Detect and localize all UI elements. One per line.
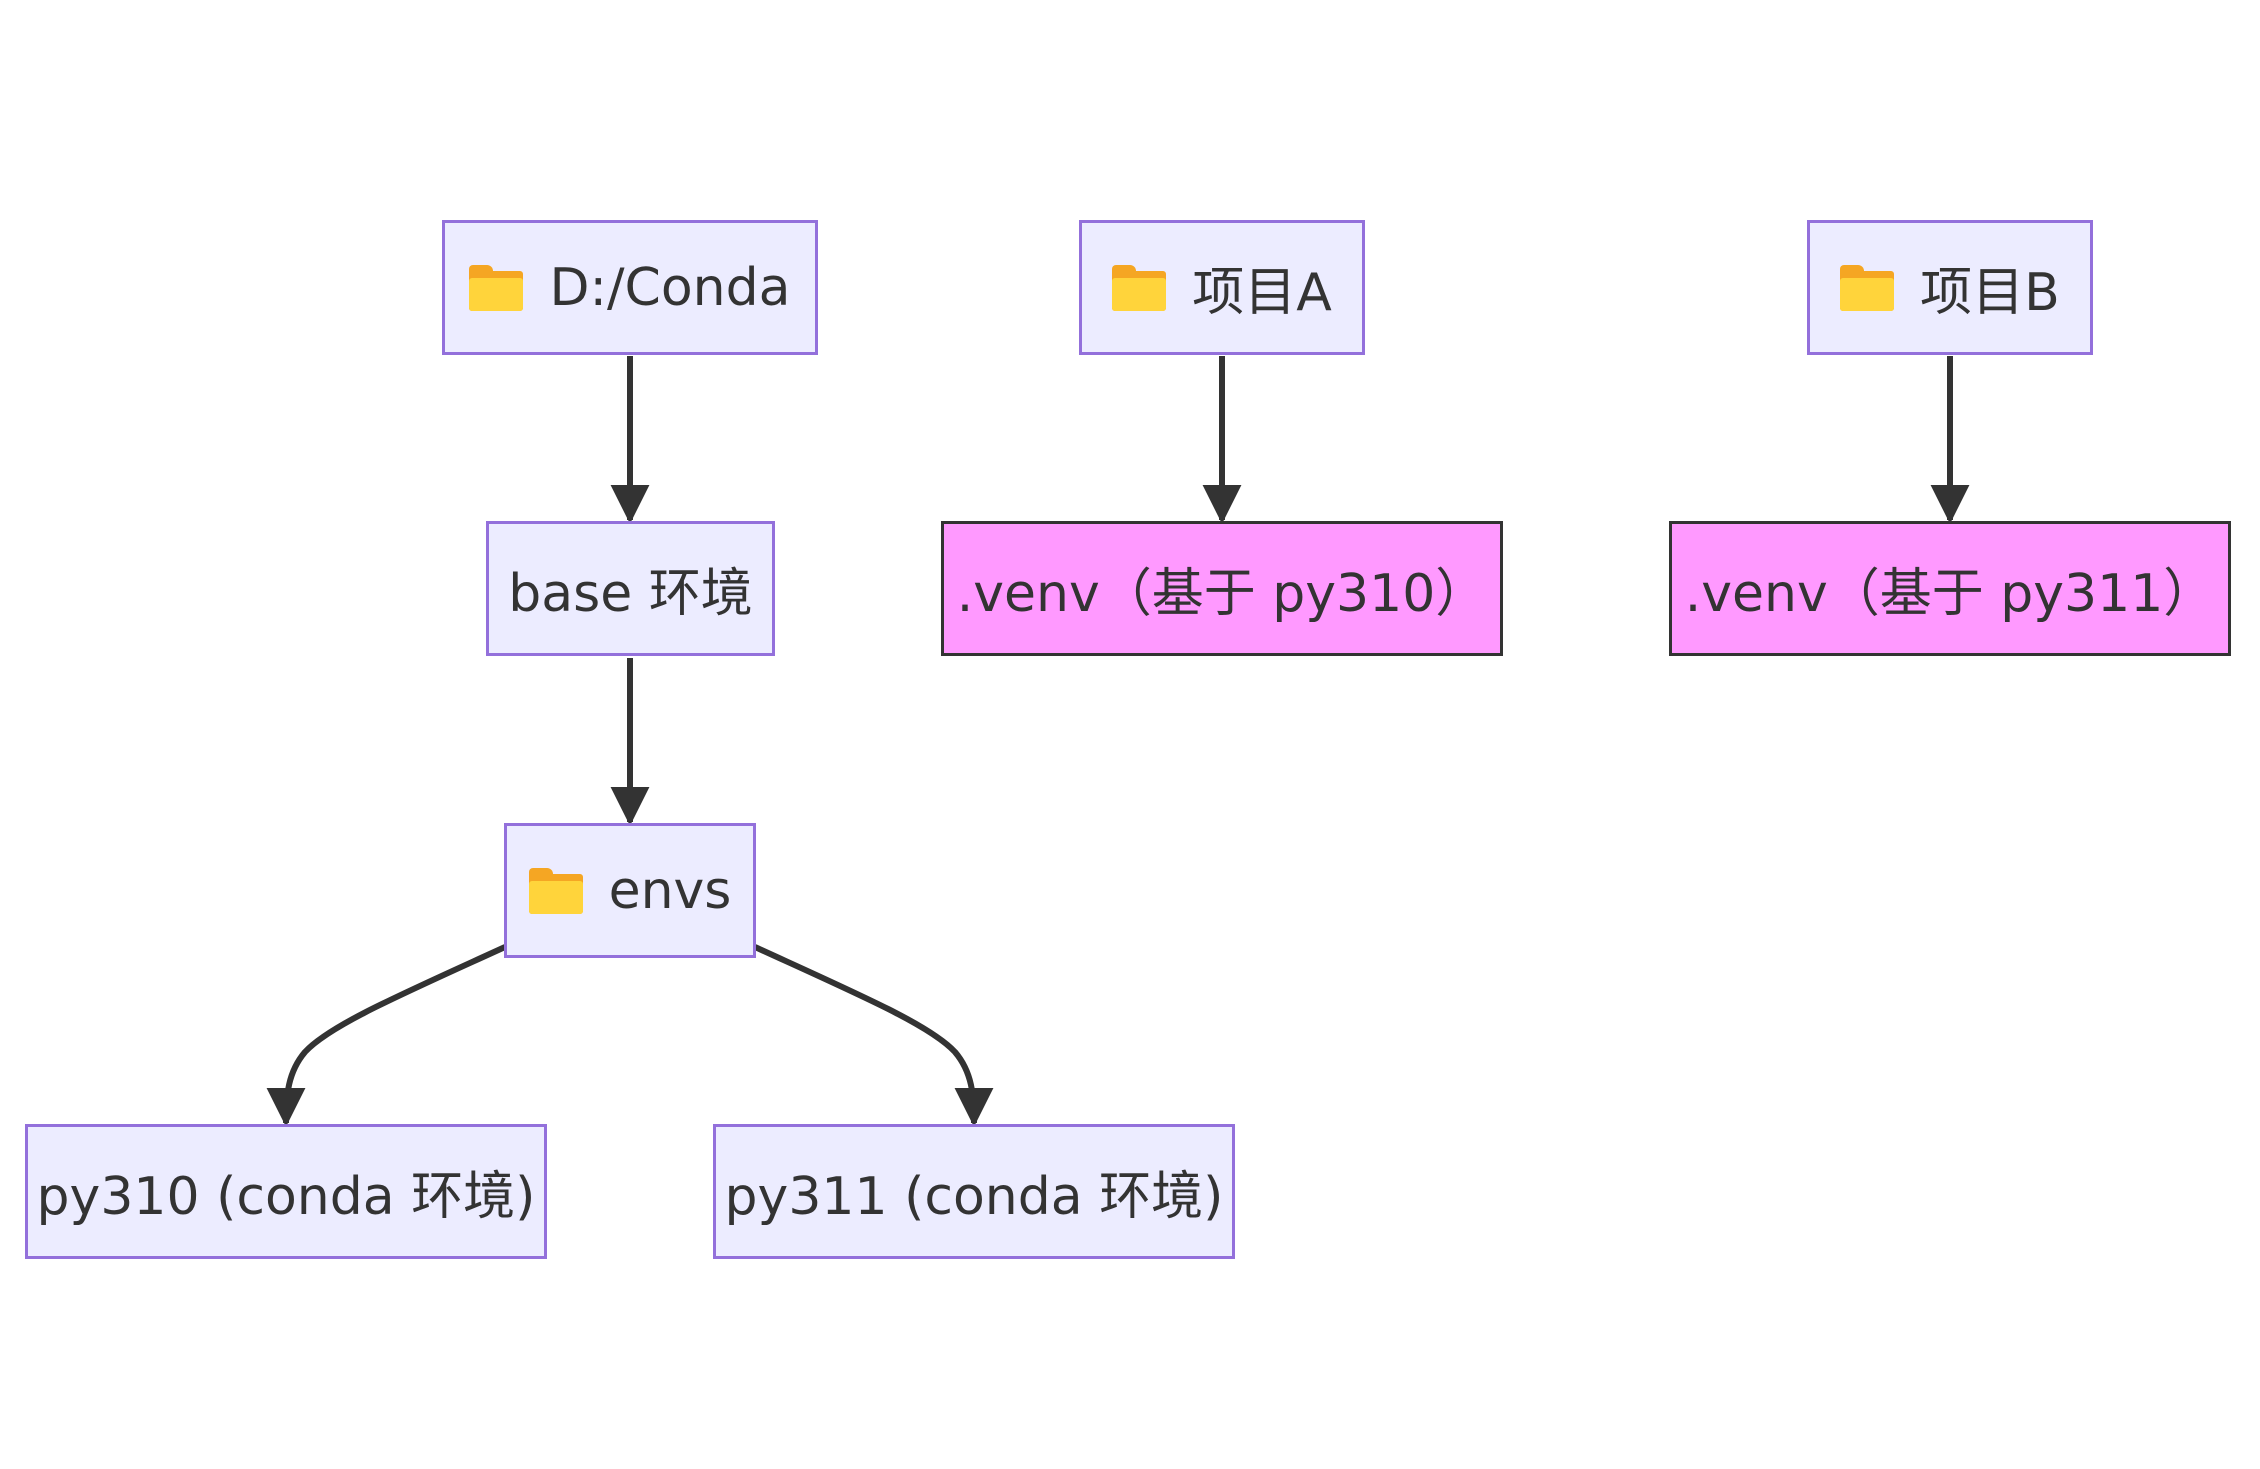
folder-icon <box>469 264 524 311</box>
folder-icon <box>528 867 583 914</box>
node-label: py311 (conda 环境) <box>724 1167 1224 1227</box>
node-py311[interactable]: py311 (conda 环境) <box>713 1124 1235 1259</box>
edge-envs-to-py310 <box>266 944 507 1127</box>
node-label: base 环境 <box>508 564 753 624</box>
folder-icon <box>1840 264 1895 311</box>
node-label: D:/Conda <box>549 257 791 318</box>
node-label: .venv（基于 py311） <box>1684 564 2216 624</box>
node-label: 项目A <box>1192 263 1332 323</box>
node-envs[interactable]: envs <box>504 823 756 958</box>
node-project-b[interactable]: 项目B <box>1807 220 2093 355</box>
node-venv-b[interactable]: .venv（基于 py311） <box>1669 521 2231 656</box>
node-base-env[interactable]: base 环境 <box>486 521 775 656</box>
folder-icon <box>1112 264 1167 311</box>
node-project-a[interactable]: 项目A <box>1079 220 1365 355</box>
node-label: py310 (conda 环境) <box>36 1167 536 1227</box>
node-venv-a[interactable]: .venv（基于 py310） <box>941 521 1503 656</box>
node-label: 项目B <box>1920 263 2060 323</box>
node-conda-root[interactable]: D:/Conda <box>442 220 818 355</box>
node-label: envs <box>608 860 732 921</box>
edge-envs-to-py311 <box>753 944 994 1127</box>
node-label: .venv（基于 py310） <box>956 564 1488 624</box>
node-py310[interactable]: py310 (conda 环境) <box>25 1124 547 1259</box>
